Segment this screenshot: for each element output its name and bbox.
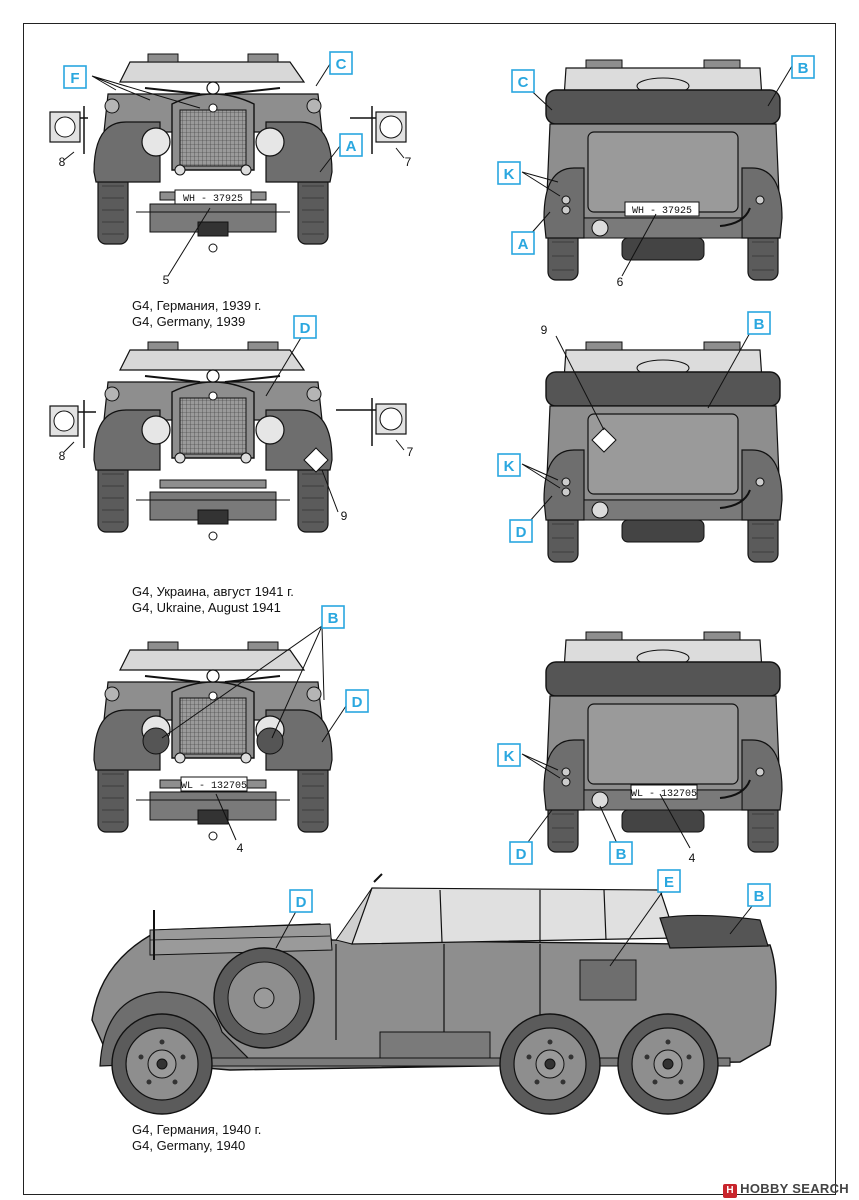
callout-B-rear-1: B	[798, 60, 809, 77]
callout-D-front-2: D	[300, 320, 311, 337]
plate-rear-1	[624, 201, 700, 217]
caption-1: G4, Германия, 1939 г. G4, Germany, 1939	[132, 298, 261, 330]
callout-B-rear-2: B	[754, 316, 765, 333]
callout-E-side: E	[664, 874, 674, 891]
caption-3-ru: G4, Германия, 1940 г.	[132, 1122, 262, 1137]
callout-D-front-3: D	[352, 694, 363, 711]
ref-5: 5	[163, 273, 170, 287]
flag-left-1	[49, 106, 88, 154]
callout-D-side: D	[296, 894, 307, 911]
ref-4-rear: 4	[689, 851, 696, 865]
ref-7-row1: 7	[405, 155, 412, 169]
callout-A-front: A	[346, 138, 357, 155]
rear-view-1941	[543, 341, 783, 563]
plate-text-3: WL - 132705	[181, 781, 247, 792]
callout-C-rear: C	[518, 74, 529, 91]
headlight-cover-right	[256, 727, 284, 755]
callout-B-front-3: B	[328, 610, 339, 627]
caption-3-en: G4, Germany, 1940	[132, 1138, 246, 1153]
flag-left-2	[49, 400, 96, 448]
caption-1-ru: G4, Германия, 1939 г.	[132, 298, 262, 313]
callout-K-rear-1: K	[504, 166, 515, 183]
caption-1-en: G4, Germany, 1939	[132, 314, 246, 329]
plate-text-2: WH - 37925	[632, 206, 692, 217]
page-frame	[23, 23, 836, 1195]
callout-K-rear-2: K	[504, 458, 515, 475]
callout-D-rear-3: D	[516, 846, 527, 863]
callout-D-rear-2: D	[516, 524, 527, 541]
front-view-1941	[93, 341, 333, 541]
ref-7-row2: 7	[407, 445, 414, 459]
callout-B-rear-3: B	[616, 846, 627, 863]
callout-K-rear-3: K	[504, 748, 515, 765]
ref-8-row1: 8	[59, 155, 66, 169]
ref-4-front: 4	[237, 841, 244, 855]
caption-2: G4, Украина, август 1941 г. G4, Ukraine,…	[132, 584, 294, 616]
ref-9-rear: 9	[541, 323, 548, 337]
plate-front-3	[180, 776, 248, 792]
flag-right-2	[336, 398, 407, 446]
ref-8-row2: 8	[59, 449, 66, 463]
caption-2-en: G4, Ukraine, August 1941	[132, 600, 281, 615]
plate-front-1	[174, 189, 252, 205]
plate-rear-3	[630, 784, 698, 800]
tactical-sign-front	[303, 447, 329, 473]
plate-text-1: WH - 37925	[183, 194, 243, 205]
callout-C-front: C	[336, 56, 347, 73]
plate-text-4: WL - 132705	[631, 789, 697, 800]
rear-view-1939	[543, 59, 783, 281]
flag-right-1	[350, 106, 407, 154]
ref-6: 6	[617, 275, 624, 289]
callout-F: F	[70, 70, 79, 87]
ref-9-front: 9	[341, 509, 348, 523]
front-view-1939	[93, 53, 333, 253]
caption-3: G4, Германия, 1940 г. G4, Germany, 1940	[132, 1122, 261, 1154]
watermark-text: HOBBY SEARCH	[740, 1181, 849, 1196]
callout-A-rear: A	[518, 236, 529, 253]
side-view-1940	[91, 873, 777, 1071]
caption-2-ru: G4, Украина, август 1941 г.	[132, 584, 294, 599]
front-view-1940	[93, 641, 333, 841]
headlight-cover-left	[142, 727, 170, 755]
leader-lines	[63, 63, 793, 967]
tactical-sign-rear	[591, 427, 617, 453]
watermark-logo-icon: H	[723, 1184, 738, 1198]
callout-boxes	[63, 51, 815, 913]
callout-B-side: B	[754, 888, 765, 905]
rear-view-1940	[543, 631, 783, 853]
